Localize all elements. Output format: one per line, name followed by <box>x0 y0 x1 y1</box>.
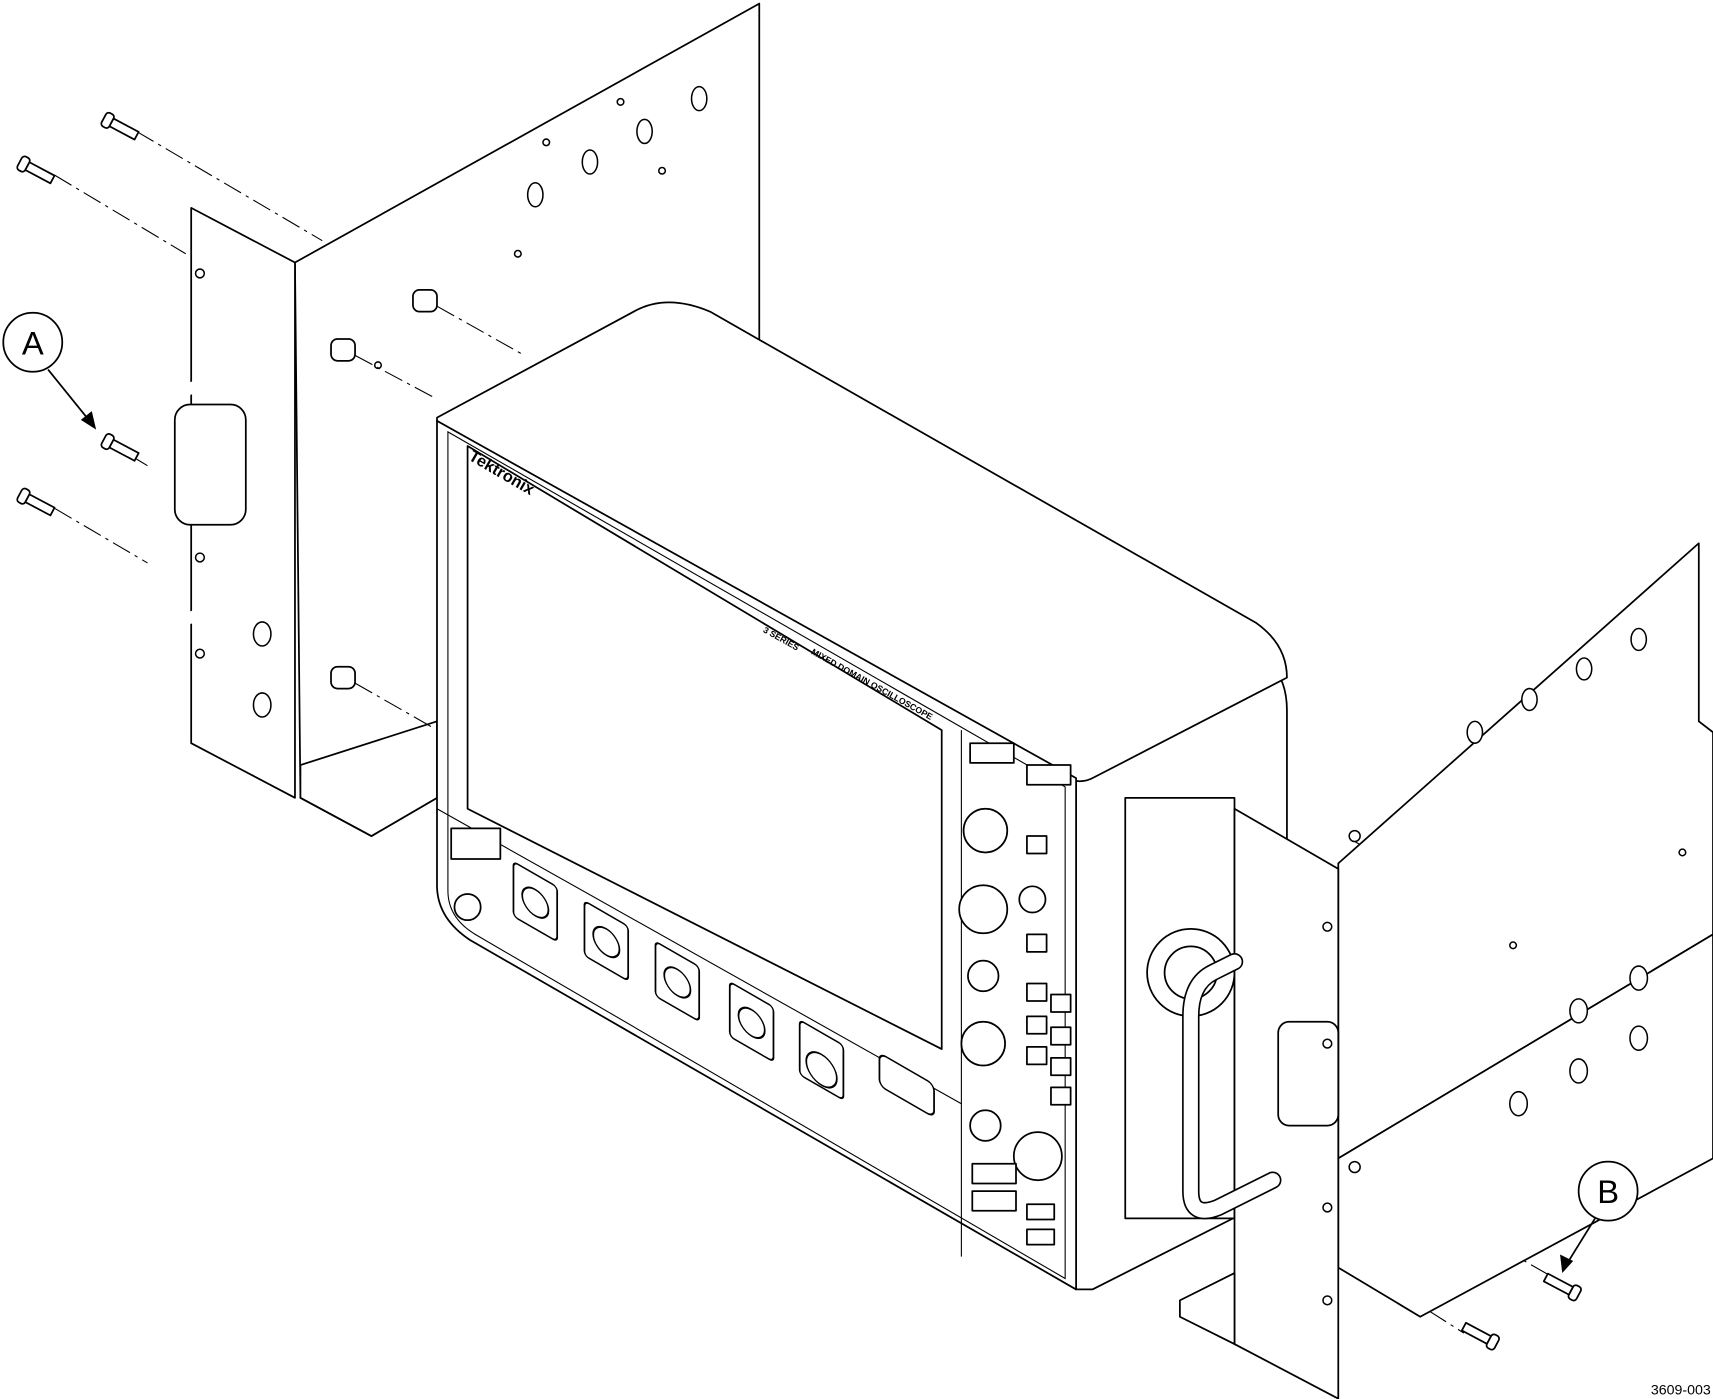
handle <box>141 360 263 626</box>
right-rack-bracket <box>1178 542 1713 1399</box>
oscilloscope: Tektronix 3 SERIES MIXED DOMAIN OSCILLOS… <box>436 301 1288 1291</box>
input-connectors <box>512 862 935 1116</box>
callout-a-label: A <box>22 324 44 361</box>
mounting-holes <box>194 85 708 718</box>
callout-a: A <box>2 311 97 430</box>
control-knobs <box>958 807 1063 1182</box>
control-buttons <box>969 742 1072 1246</box>
power-icon <box>453 893 482 922</box>
screw-a <box>100 433 140 462</box>
display-screen <box>466 445 943 1050</box>
callout-b: B <box>1560 1160 1639 1274</box>
standoffs <box>330 288 438 690</box>
screw-b <box>1542 1272 1582 1302</box>
figure-number: 3609-003 <box>1651 1382 1711 1398</box>
callout-b-label: B <box>1597 1173 1619 1210</box>
